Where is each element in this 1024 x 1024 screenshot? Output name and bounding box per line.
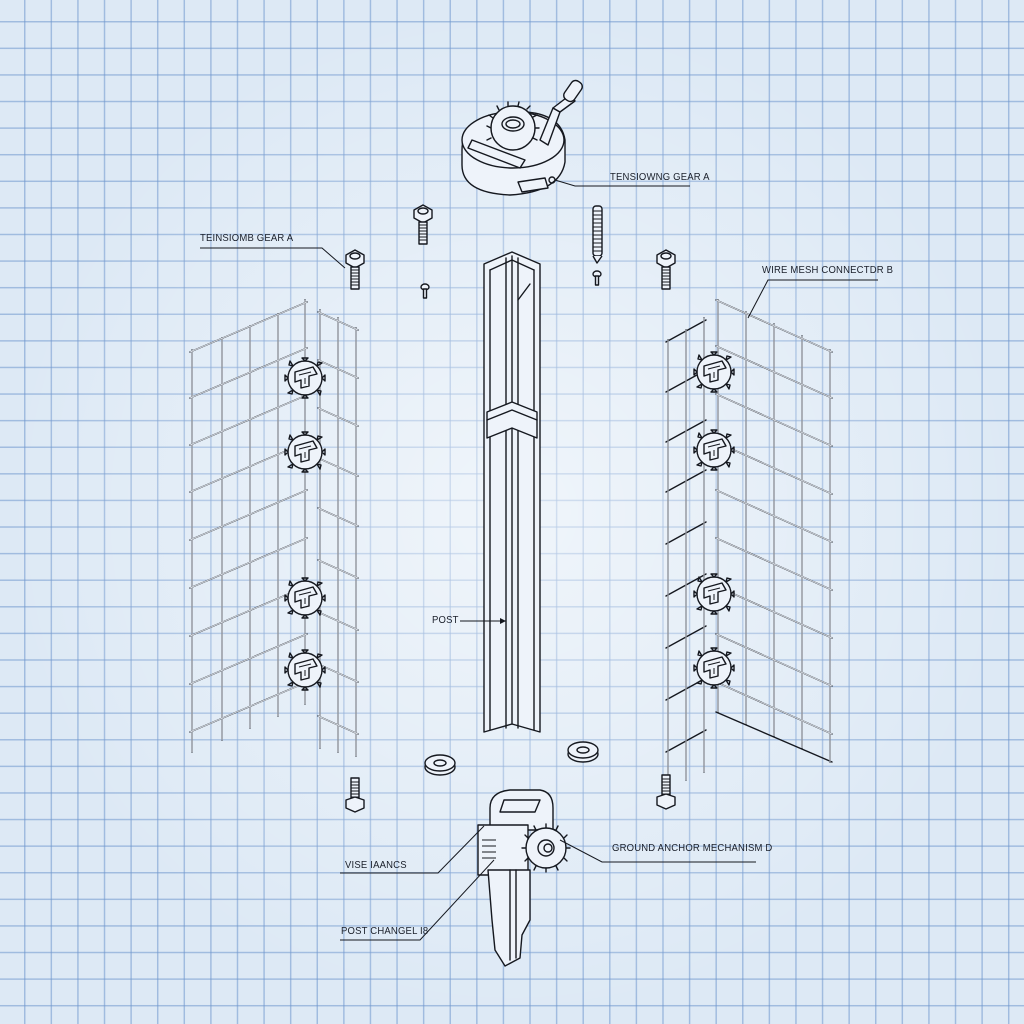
label-wire-mesh-connector-b: WIRE MESH CONNECTDR B <box>762 265 894 276</box>
washer-left <box>424 754 456 776</box>
label-post: POST <box>432 615 459 626</box>
bolt-bottom-left <box>345 777 365 813</box>
label-vise-part: VISE IAANCS <box>345 860 407 871</box>
post <box>483 251 541 733</box>
wire-mesh-panel-left <box>189 299 359 757</box>
label-tensioning-gear-a-left: TEINSIOMB GEAR A <box>200 233 294 244</box>
label-post-channel: POST CHANGEL I8 <box>341 926 429 937</box>
hex-bolt-left <box>345 249 365 290</box>
bolt-bottom-right <box>656 774 676 810</box>
hex-bolt-right <box>656 249 676 290</box>
label-ground-anchor-mechanism-d: GROUND ANCHOR MECHANISM D <box>612 843 773 854</box>
hex-bolt-top-left <box>413 204 433 245</box>
label-tensioning-gear-a-top: TENSIOWNG GEAR A <box>610 172 710 183</box>
washer-right <box>567 741 599 763</box>
ground-anchor-mechanism <box>477 789 571 967</box>
small-screw-top-left <box>420 283 430 299</box>
wire-mesh-panel-right <box>665 299 833 789</box>
small-screw-top-right <box>592 270 602 286</box>
tensioning-gear-crank <box>461 79 583 196</box>
threaded-rod <box>592 205 603 264</box>
